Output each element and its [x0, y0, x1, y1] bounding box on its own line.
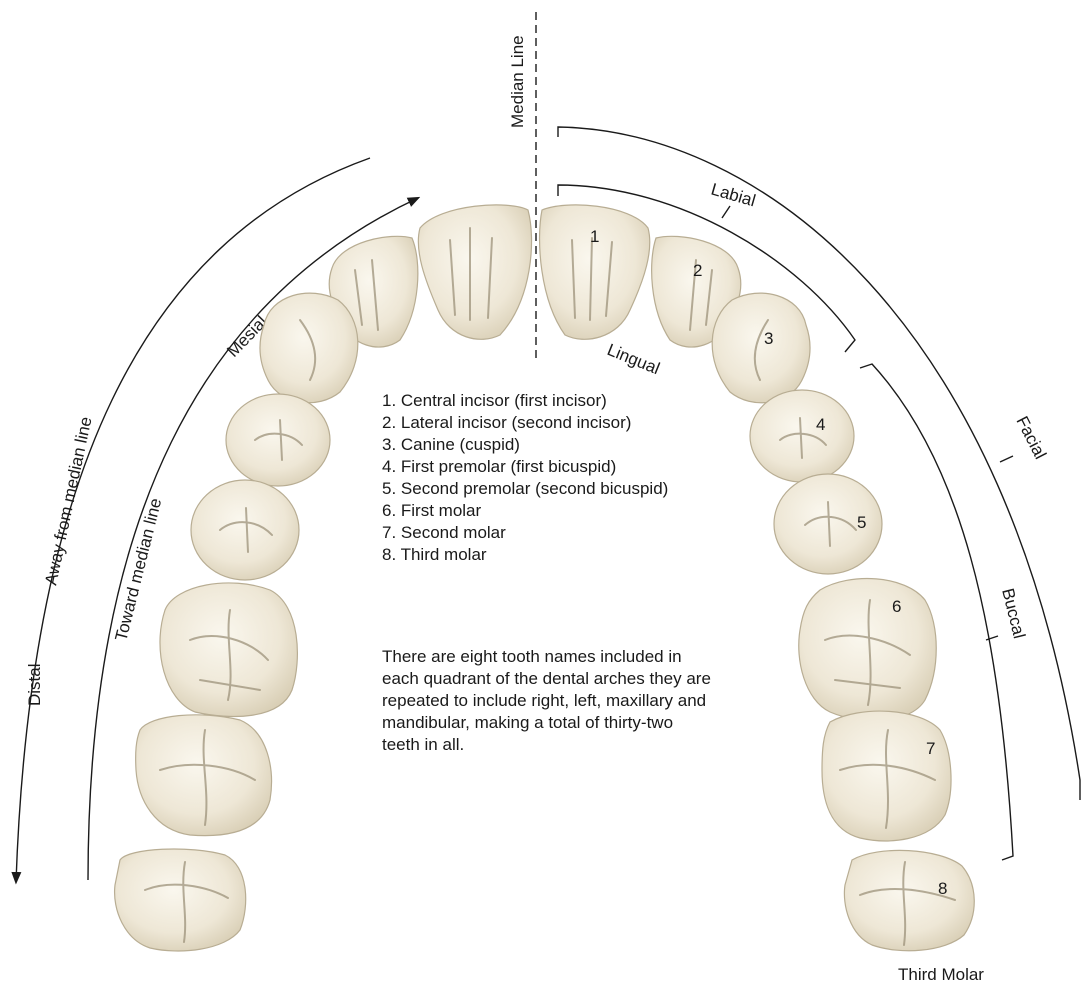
- facial-label: Facial: [1012, 413, 1050, 462]
- tooth-right-second-molar: [822, 711, 951, 841]
- tooth-number-2: 2: [693, 261, 702, 280]
- tooth-number-4: 4: [816, 415, 825, 434]
- tooth-right-canine: [712, 293, 810, 403]
- legend-item: 7. Second molar: [382, 522, 772, 544]
- buccal-label: Buccal: [998, 586, 1029, 640]
- legend-item: 4. First premolar (first bicuspid): [382, 456, 772, 478]
- legend-item: 5. Second premolar (second bicuspid): [382, 478, 772, 500]
- lingual-label: Lingual: [605, 340, 663, 378]
- legend-item: 6. First molar: [382, 500, 772, 522]
- tooth-number-1: 1: [590, 227, 599, 246]
- away-from-median-label: Away from median line: [41, 415, 95, 587]
- tooth-left-central-incisor: [418, 205, 531, 339]
- buccal-tick: [986, 636, 998, 640]
- legend-item: 1. Central incisor (first incisor): [382, 390, 772, 412]
- tooth-names-legend: 1. Central incisor (first incisor) 2. La…: [382, 390, 772, 566]
- tooth-right-third-molar: [844, 850, 974, 950]
- tooth-left-first-premolar: [226, 394, 330, 486]
- toward-median-label: Toward median line: [111, 496, 165, 643]
- tooth-right-central-incisor: [540, 205, 650, 339]
- legend-item: 3. Canine (cuspid): [382, 434, 772, 456]
- tooth-number-7: 7: [926, 739, 935, 758]
- third-molar-caption: Third Molar: [898, 965, 984, 984]
- explanatory-note: There are eight tooth names included in …: [382, 646, 712, 756]
- legend-item: 8. Third molar: [382, 544, 772, 566]
- tooth-number-5: 5: [857, 513, 866, 532]
- facial-tick: [1000, 456, 1013, 462]
- tooth-left-first-molar: [160, 583, 297, 717]
- tooth-left-third-molar: [115, 849, 246, 951]
- legend-item: 2. Lateral incisor (second incisor): [382, 412, 772, 434]
- tooth-number-8: 8: [938, 879, 947, 898]
- labial-tick: [722, 206, 730, 218]
- median-line-label: Median Line: [508, 35, 527, 128]
- tooth-number-3: 3: [764, 329, 773, 348]
- tooth-left-second-molar: [136, 715, 272, 836]
- tooth-left-canine: [260, 293, 358, 403]
- tooth-number-6: 6: [892, 597, 901, 616]
- tooth-right-first-molar: [799, 579, 937, 721]
- distal-label: Distal: [25, 663, 44, 706]
- tooth-left-second-premolar: [191, 480, 299, 580]
